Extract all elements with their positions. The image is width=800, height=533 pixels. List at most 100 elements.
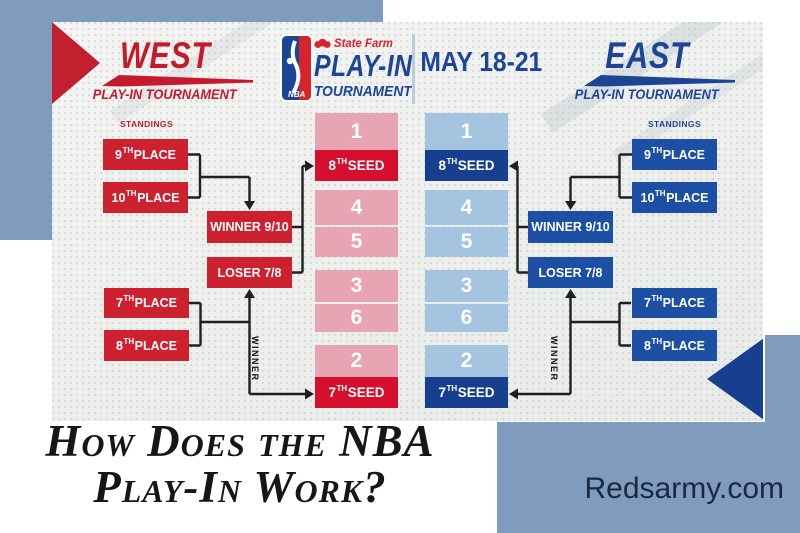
row-label-sup: TH bbox=[446, 156, 458, 166]
top-band bbox=[0, 0, 383, 22]
header-divider bbox=[412, 34, 415, 104]
west-seed-row-6: 6 bbox=[315, 304, 398, 332]
east-loser-7-8-box: LOSER 7/8 bbox=[528, 257, 613, 288]
east-winner-9-10-box: WINNER 9/10 bbox=[528, 211, 613, 243]
row-label: 4 bbox=[460, 195, 473, 219]
west-seed-row-4: 4 bbox=[315, 190, 398, 225]
row-label: SEED bbox=[347, 385, 385, 400]
row-label: 1 bbox=[460, 119, 473, 143]
box-label: PLACE bbox=[662, 147, 705, 162]
row-label: 3 bbox=[460, 274, 473, 297]
nba-logo-label: NBA bbox=[288, 90, 306, 99]
row-label: 6 bbox=[460, 306, 473, 329]
east-seed-row-3: 3 bbox=[425, 270, 508, 302]
east-title-text: EAST bbox=[605, 35, 690, 76]
tournament-dates: MAY 18-21 bbox=[396, 46, 566, 78]
page-title-line2: Play-In Work? bbox=[93, 462, 387, 513]
red-arrow-icon bbox=[52, 22, 100, 104]
east-subtitle: PLAY-IN TOURNAMENT bbox=[552, 87, 742, 102]
west-title: WEST bbox=[88, 35, 243, 77]
center-logo-title: PLAY-IN bbox=[314, 48, 437, 84]
box-label-sup: TH bbox=[651, 294, 663, 303]
east-winner-path-label: WINNER bbox=[549, 336, 559, 382]
box-label: PLACE bbox=[662, 338, 705, 353]
row-label: 4 bbox=[350, 195, 363, 219]
box-label: PLACE bbox=[134, 338, 177, 353]
box-label: 7 bbox=[644, 296, 651, 310]
east-seed-row-5: 5 bbox=[425, 227, 508, 257]
box-label-sup: TH bbox=[651, 145, 663, 155]
west-seed-row-3: 3 bbox=[315, 270, 398, 302]
box-label: 7 bbox=[116, 296, 123, 310]
row-label: 1 bbox=[350, 119, 363, 143]
row-label: 2 bbox=[350, 349, 363, 372]
box-label: 10 bbox=[640, 190, 655, 205]
west-winner-path-label: WINNER bbox=[250, 336, 260, 382]
box-label: PLACE bbox=[666, 190, 709, 205]
west-swoosh-icon bbox=[102, 75, 253, 87]
row-label-sup: TH bbox=[336, 156, 348, 166]
row-label-sup: TH bbox=[446, 383, 458, 393]
box-label: 10 bbox=[111, 190, 126, 205]
row-label-sup: TH bbox=[336, 383, 348, 393]
box-label: PLACE bbox=[134, 296, 177, 310]
nba-logo-icon: NBA bbox=[280, 34, 313, 102]
row-label: 8 bbox=[438, 158, 447, 173]
row-label: 5 bbox=[350, 230, 363, 253]
east-subtitle-text: PLAY-IN TOURNAMENT bbox=[575, 87, 719, 102]
box-label: PLACE bbox=[137, 190, 180, 205]
row-label: 3 bbox=[350, 274, 363, 297]
box-label-sup: TH bbox=[123, 336, 135, 346]
site-watermark: Redsarmy.com bbox=[584, 472, 784, 505]
center-logo-title-text: PLAY-IN bbox=[314, 48, 413, 83]
box-label: WINNER 9/10 bbox=[531, 220, 610, 234]
left-band bbox=[0, 0, 52, 240]
box-label: 9 bbox=[644, 147, 651, 162]
west-subtitle: PLAY-IN TOURNAMENT bbox=[70, 87, 260, 102]
box-label: PLACE bbox=[133, 147, 176, 162]
row-label: 8 bbox=[328, 158, 337, 173]
west-loser-7-8-box: LOSER 7/8 bbox=[207, 257, 292, 288]
east-standings-label: STANDINGS bbox=[647, 119, 702, 129]
east-seed-row-2: 2 bbox=[425, 345, 508, 377]
sponsor-name: State Farm bbox=[334, 36, 393, 50]
center-logo-subtitle-text: TOURNAMENT bbox=[314, 84, 412, 100]
box-label-sup: TH bbox=[125, 188, 137, 198]
state-farm-ovals-icon bbox=[314, 38, 331, 48]
east-seed-row-4: 4 bbox=[425, 190, 508, 225]
box-label: LOSER 7/8 bbox=[538, 265, 603, 280]
center-logo-subtitle: TOURNAMENT bbox=[314, 84, 417, 100]
row-label: 6 bbox=[350, 306, 363, 329]
row-label: SEED bbox=[457, 158, 495, 173]
west-winner-9-10-box: WINNER 9/10 bbox=[207, 211, 292, 243]
west-seed-row-2: 2 bbox=[315, 345, 398, 377]
row-label: 5 bbox=[460, 230, 473, 253]
west-seed-row-5: 5 bbox=[315, 227, 398, 257]
bottom-right-band bbox=[497, 422, 800, 533]
row-label: 7 bbox=[328, 385, 337, 400]
west-title-text: WEST bbox=[120, 35, 211, 76]
row-label: SEED bbox=[457, 385, 495, 400]
box-label-sup: TH bbox=[654, 188, 666, 198]
west-subtitle-text: PLAY-IN TOURNAMENT bbox=[93, 87, 237, 102]
bracket-card: WEST PLAY-IN TOURNAMENT STANDINGS EAST P… bbox=[52, 22, 763, 421]
sponsor-logo: State Farm bbox=[314, 36, 396, 50]
box-label: 8 bbox=[116, 338, 123, 353]
west-seed-row-1: 1 bbox=[315, 113, 398, 150]
box-label: 8 bbox=[644, 338, 651, 353]
east-title: EAST bbox=[570, 35, 725, 77]
box-label: LOSER 7/8 bbox=[217, 265, 282, 280]
tournament-dates-text: MAY 18-21 bbox=[420, 46, 542, 77]
